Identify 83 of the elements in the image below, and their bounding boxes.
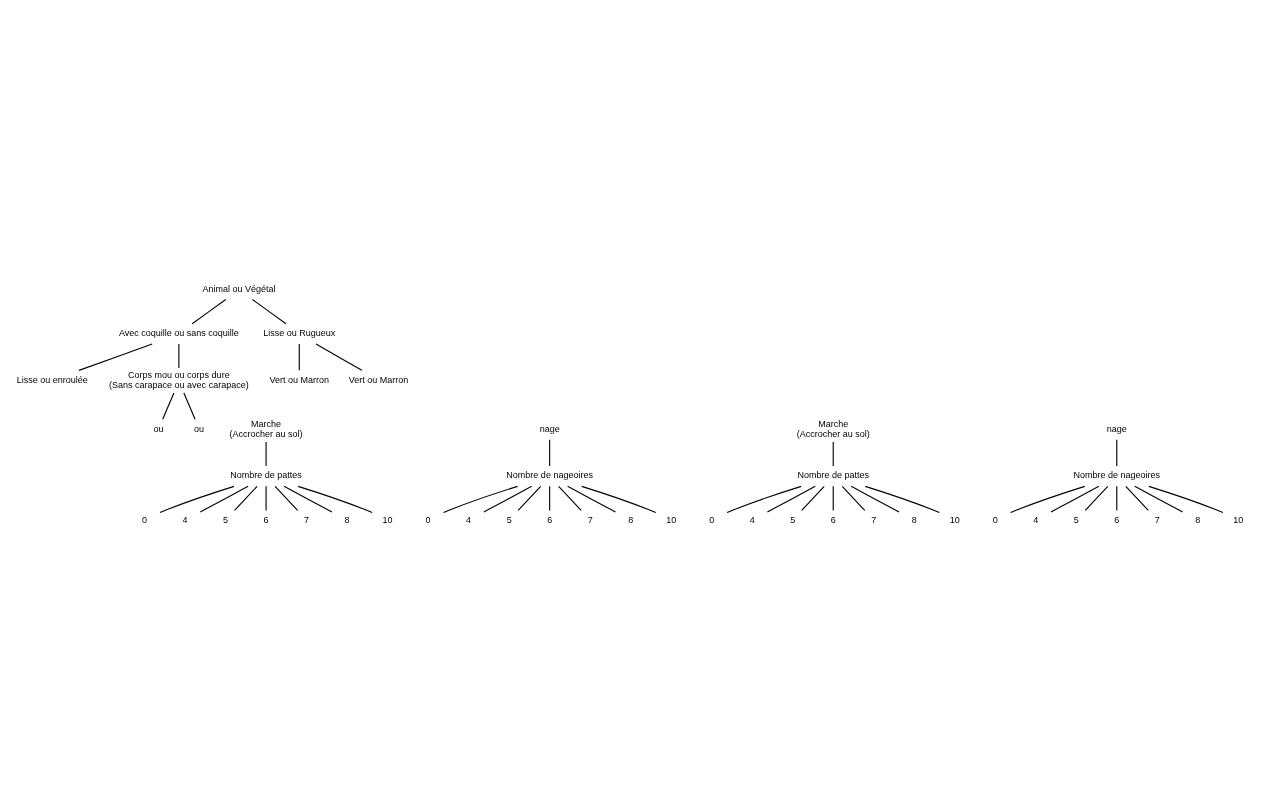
node-text: 8 [1195,514,1201,525]
connector [1084,485,1109,511]
connector [1116,485,1118,511]
connector [315,343,363,371]
node-text: 0 [142,514,148,525]
node-text: Nombre de pattes [230,469,302,480]
node-text: Vert ou Marron [348,374,409,385]
connector [864,485,940,513]
connector [832,440,834,467]
connector [191,298,227,324]
node-text: 6 [1114,514,1120,525]
connector [1134,485,1184,512]
node-text: 0 [709,514,715,525]
node-text: 8 [628,514,634,525]
node-text: Animal ou Végétal [202,283,276,294]
node-text: 8 [911,514,917,525]
connector [549,485,551,511]
connector [517,485,542,511]
connector [841,485,866,511]
node-text: 10 [382,514,393,525]
node-text: Nombre de nageoires [1073,469,1161,480]
connector [581,485,657,513]
node-text: Corps mou ou corps dure (Sans carapace ou avec carapace) [109,369,249,390]
connector [298,343,300,371]
node-text: 10 [666,514,677,525]
node-text: Marche (Accrocher au sol) [229,418,303,439]
connector [1050,485,1100,512]
node-text: 10 [1233,514,1244,525]
connector [233,485,258,511]
connector [766,485,816,512]
node-text: ou [153,423,164,434]
node-text: 5 [1073,514,1079,525]
node-text: Avec coquille ou sans coquille [118,327,239,338]
node-text: 0 [992,514,998,525]
node-text: 4 [182,514,188,525]
node-text: 6 [547,514,553,525]
connector [199,485,249,512]
connector [1010,485,1086,513]
node-text: 10 [949,514,960,525]
node-text: 8 [344,514,350,525]
node-text: 7 [871,514,877,525]
connector [442,485,519,513]
connector [183,391,196,420]
connector [159,485,235,513]
node-text: 7 [304,514,310,525]
connector [162,391,175,420]
node-text: 7 [1154,514,1160,525]
connector [850,485,900,512]
node-text: Lisse ou Rugueux [263,327,336,338]
node-text: 6 [263,514,269,525]
node-text: 5 [223,514,229,525]
node-text: 6 [830,514,836,525]
connector [178,343,180,369]
connector [274,485,299,511]
connector [1116,438,1118,467]
node-text: ou [194,423,205,434]
node-text: 4 [1033,514,1039,525]
node-text: nage [539,423,560,434]
node-text: Nombre de pattes [797,469,869,480]
connector [1125,485,1149,511]
connector [567,485,617,512]
node-text: Lisse ou enroulée [16,374,88,385]
connector [78,342,153,371]
node-text: Vert ou Marron [269,374,330,385]
node-text: 5 [790,514,796,525]
connector [801,485,825,511]
node-text: 7 [587,514,593,525]
connector [549,438,551,467]
node-text: nage [1106,423,1127,434]
connector [832,485,834,511]
node-text: 0 [425,514,431,525]
connector [283,485,333,512]
node-text: 5 [506,514,512,525]
connector [483,485,533,512]
connector [726,485,802,513]
node-text: Marche (Accrocher au sol) [796,418,870,439]
connector [251,298,287,324]
connector [558,485,582,511]
node-text: 4 [466,514,472,525]
node-text: 4 [749,514,755,525]
connector [1148,485,1224,513]
connector [297,485,373,513]
node-text: Nombre de nageoires [506,469,593,480]
